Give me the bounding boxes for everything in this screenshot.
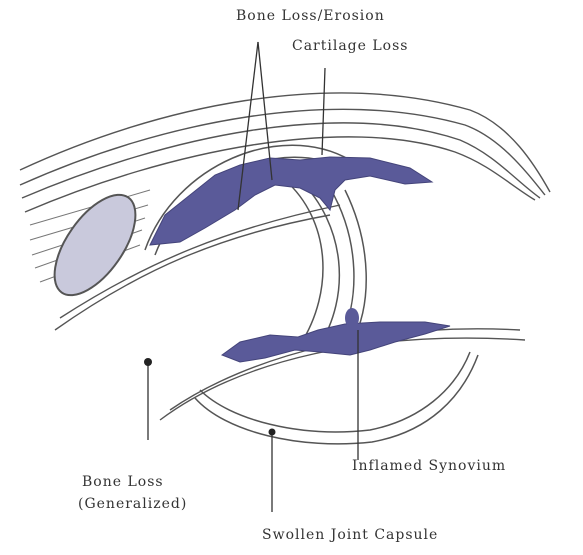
small-bone-oval: [39, 181, 151, 308]
synovium-upper: [150, 157, 432, 245]
label-swollen-joint-capsule: Swollen Joint Capsule: [262, 527, 438, 543]
generalized-bone-loss-dot: [144, 358, 152, 366]
label-cartilage-loss: Cartilage Loss: [292, 38, 408, 54]
label-bone-loss-generalized-2: (Generalized): [78, 496, 187, 512]
label-bone-loss-generalized-1: Bone Loss: [82, 474, 164, 490]
joint-capsule-dot: [269, 429, 276, 436]
joint-capsule: [195, 352, 478, 444]
leader-cartilage-loss: [322, 68, 325, 155]
label-inflamed-synovium: Inflamed Synovium: [352, 458, 506, 474]
synovium-node: [345, 308, 359, 328]
leader-lines: [148, 42, 358, 512]
upper-bone-contours: [20, 93, 550, 212]
synovium-lower: [222, 322, 450, 362]
label-bone-loss-erosion: Bone Loss/Erosion: [236, 8, 385, 24]
